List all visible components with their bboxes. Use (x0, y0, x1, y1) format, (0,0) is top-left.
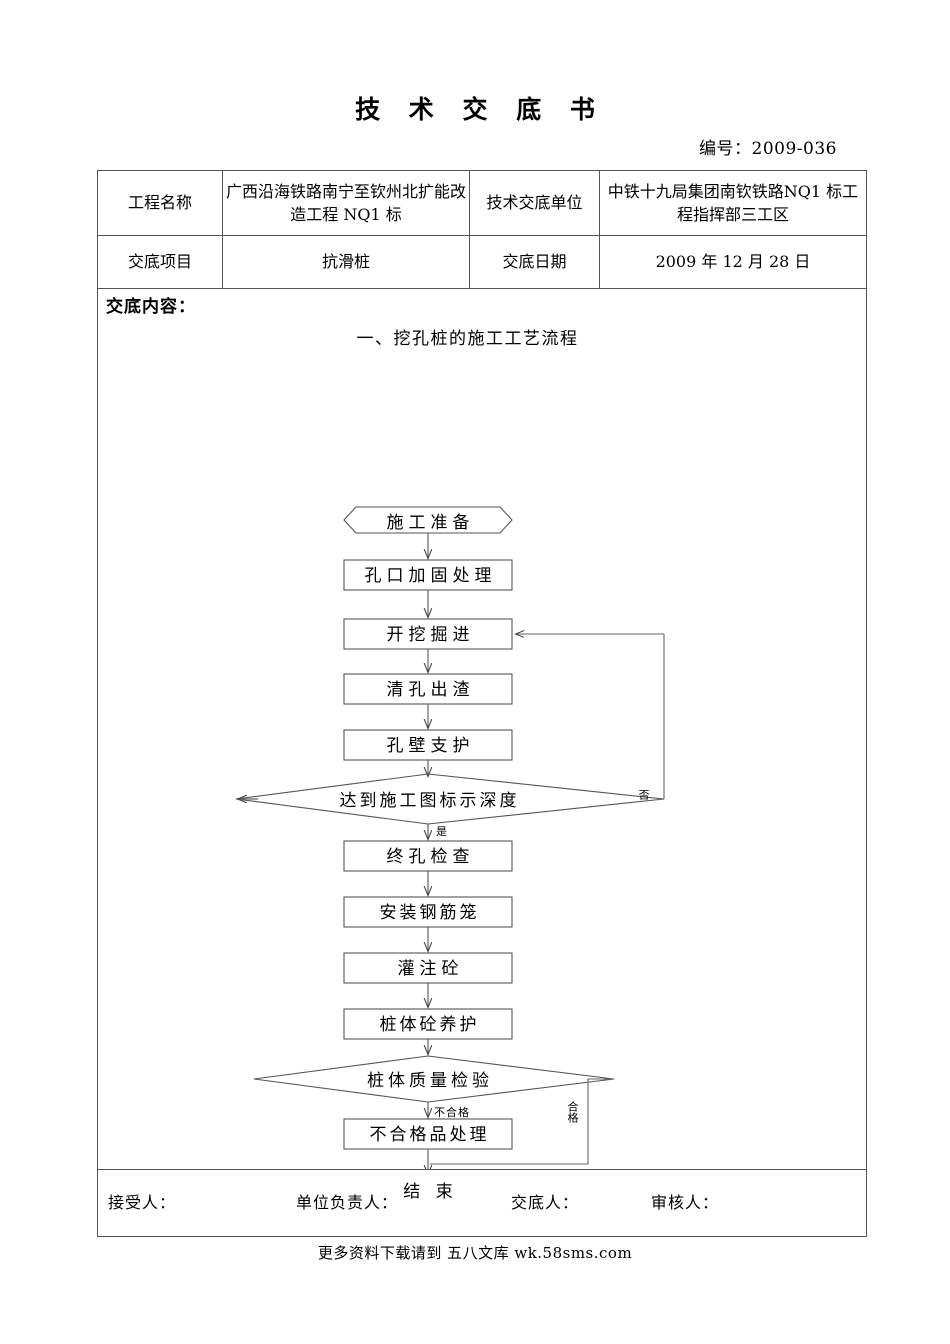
document-number: 编号：2009-036 (699, 139, 837, 159)
briefing-item-value: 抗滑桩 (222, 235, 470, 289)
briefing-date-value: 2009 年 12 月 28 日 (599, 235, 867, 289)
signature-reviewer[interactable]: 审核人： (651, 1193, 720, 1213)
flow-node-5: 孔壁支护 (386, 736, 475, 756)
briefing-unit-value: 中铁十九局集团南钦铁路NQ1 标工程指挥部三工区 (599, 170, 867, 236)
briefing-item-label: 交底项目 (97, 235, 223, 289)
flow-node-1: 施工准备 (386, 513, 475, 533)
briefing-unit-label: 技术交底单位 (469, 170, 600, 236)
flow-node-4: 清孔出渣 (386, 680, 475, 700)
signature-cell: 接受人： 单位负责人： 交底人： 审核人： (97, 1169, 867, 1237)
flowchart-graphics (235, 506, 665, 1169)
edge-label-fail-quality: 不合格 (434, 1106, 470, 1119)
flow-node-2: 孔口加固处理 (364, 566, 497, 586)
project-name-value: 广西沿海铁路南宁至钦州北扩能改造工程 NQ1 标 (222, 170, 470, 236)
flow-node-6: 达到施工图标示深度 (339, 791, 520, 811)
flow-node-11: 桩体质量检验 (367, 1071, 493, 1091)
project-name-label: 工程名称 (97, 170, 223, 236)
flow-node-3: 开挖掘进 (386, 625, 475, 645)
signature-row: 接受人： 单位负责人： 交底人： 审核人： (97, 1169, 867, 1237)
edge-label-no-depth: 否 (636, 789, 650, 800)
flow-node-7: 终孔检查 (386, 847, 475, 867)
table-row: 交底项目 抗滑桩 交底日期 2009 年 12 月 28 日 (97, 235, 867, 289)
flow-node-12: 不合格品处理 (369, 1125, 490, 1145)
edge-label-yes-depth: 是 (436, 825, 448, 838)
table-row: 工程名称 广西沿海铁路南宁至钦州北扩能改造工程 NQ1 标 技术交底单位 中铁十… (97, 170, 867, 236)
content-row: 交底内容： 一、挖孔桩的施工工艺流程 (97, 288, 867, 1202)
technical-briefing-table: 工程名称 广西沿海铁路南宁至钦州北扩能改造工程 NQ1 标 技术交底单位 中铁十… (97, 170, 867, 1237)
section-heading: 一、挖孔桩的施工工艺流程 (356, 329, 579, 349)
briefing-date-label: 交底日期 (469, 235, 600, 289)
briefing-content-cell: 交底内容： 一、挖孔桩的施工工艺流程 (97, 288, 867, 1202)
flow-node-13: 结 束 (403, 1182, 458, 1202)
flow-node-8: 安装钢筋笼 (379, 903, 480, 923)
signature-receiver[interactable]: 接受人： (108, 1193, 177, 1213)
edge-label-pass-quality: 合格 (565, 1101, 579, 1123)
signature-unit-head[interactable]: 单位负责人： (296, 1193, 399, 1213)
signature-presenter[interactable]: 交底人： (511, 1193, 580, 1213)
flow-node-10: 桩体砼养护 (379, 1015, 480, 1035)
flow-node-9: 灌注砼 (397, 959, 464, 979)
page-title: 技 术 交 底 书 (355, 95, 605, 124)
content-label: 交底内容： (106, 297, 196, 317)
construction-process-flowchart: 施工准备 孔口加固处理 开挖掘进 清孔出渣 孔壁支护 达到施工图标示深度 终孔检… (98, 289, 837, 1202)
footer-watermark: 更多资料下载请到 五八文库 wk.58sms.com (317, 1244, 633, 1262)
